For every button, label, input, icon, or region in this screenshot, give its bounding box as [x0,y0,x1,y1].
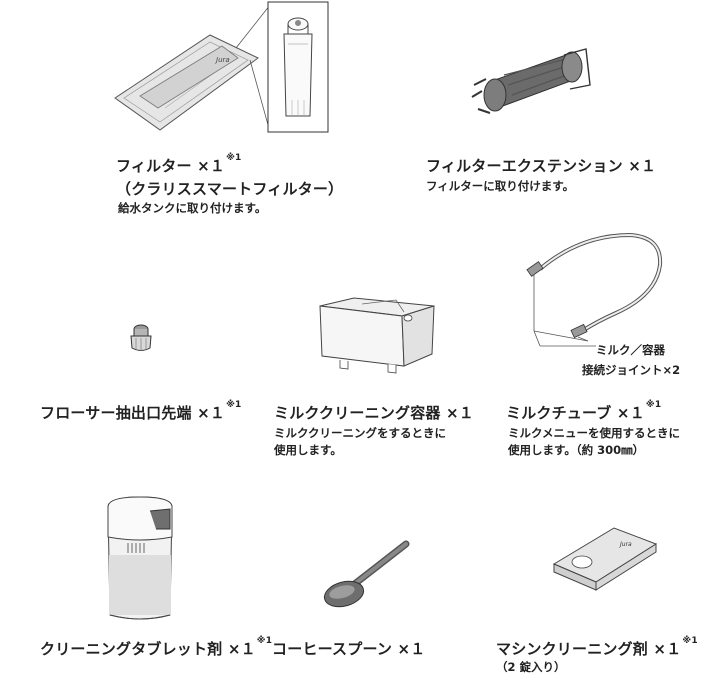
item-machine-cleaning-desc: （2 錠入り） [496,660,566,674]
item-milk-cleaning-container-title: ミルククリーニング容器 ×１ [274,404,474,422]
filter-illustration: Jura [114,1,329,133]
item-filter-desc: 給水タンクに取り付けます。 [118,201,267,215]
item-cleaning-tablet-title: クリーニングタブレット剤 ×１※1 [40,636,273,658]
item-milk-cleaning-container-desc1: ミルククリーニングをするときに [274,426,447,440]
machine-cleaning-package-illustration: Jura [552,527,658,591]
milk-tube-illustration [526,232,663,347]
filter-extension-illustration [471,48,591,114]
item-milk-tube-title: ミルクチューブ ×１※1 [506,400,662,422]
frother-tip-illustration [130,324,152,351]
milk-tube-callout-line2: 接続ジョイント×2 [582,363,681,377]
item-frother-tip-title: フローサー抽出口先端 ×１※1 [40,400,242,422]
cleaning-tablet-illustration [107,496,173,620]
item-filter-subtitle: （クラリススマートフィルター） [116,180,344,198]
svg-text:Jura: Jura [214,56,230,64]
coffee-spoon-illustration [323,540,410,608]
item-milk-tube-desc1: ミルクメニューを使用するときに [508,426,681,440]
item-filter-extension-desc: フィルターに取り付けます。 [426,179,575,193]
milk-cleaning-container-illustration [319,297,435,374]
item-milk-cleaning-container-desc2: 使用します。 [274,443,342,457]
item-coffee-spoon-title: コーヒースプーン ×１ [272,640,426,658]
item-machine-cleaning-title: マシンクリーニング剤 ×１※1 [496,636,698,658]
item-filter-title: フィルター ×１※1 [116,153,242,175]
item-filter-extension-title: フィルターエクステンション ×１ [426,157,657,175]
svg-text:Jura: Jura [619,541,632,548]
item-milk-tube-desc2: 使用します。（約 300㎜） [508,443,645,457]
milk-tube-callout-line1: ミルク／容器 [596,343,665,357]
